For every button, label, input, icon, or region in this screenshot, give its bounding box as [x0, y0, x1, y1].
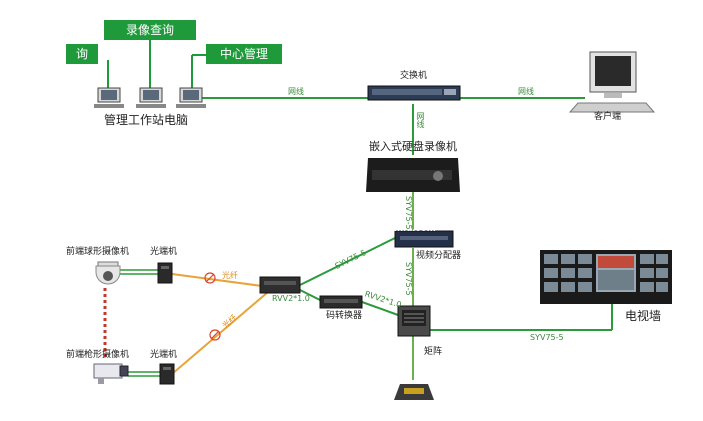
mgmt-pc-label: 管理工作站电脑: [104, 113, 189, 127]
optical-transceiver-1-icon: [157, 262, 173, 284]
receiver-rack-icon: [259, 276, 301, 294]
tv-wall-label: 电视墙: [625, 309, 662, 323]
optical-transceiver-1-label: 光端机: [150, 247, 178, 257]
switch-icon: [367, 85, 461, 101]
pc-1-icon: [94, 87, 124, 108]
client-computer-icon: [568, 51, 656, 113]
control-keyboard-icon: [394, 384, 434, 400]
switch-label: 交换机: [400, 71, 428, 81]
cable-label-net-right: 网线: [518, 87, 534, 96]
fiber-marker-2: [209, 329, 221, 341]
fiber-marker-1: [204, 272, 216, 284]
cable-label-syv-wall: SYV75-5: [530, 333, 564, 342]
client-label: 客户端: [594, 112, 622, 122]
optical-transceiver-2-label: 光端机: [150, 350, 178, 360]
cable-label-syv-main: SYV75-5: [404, 196, 413, 230]
dome-camera-icon: [95, 261, 121, 285]
rs485-rack-conv: [299, 289, 321, 301]
fiber-marker-1-slash: [205, 273, 215, 283]
tv-wall-icon: [540, 250, 672, 304]
matrix-label: 矩阵: [424, 347, 443, 357]
cable-label-net-left: 网线: [288, 87, 304, 96]
pc-3-icon: [176, 87, 206, 108]
record-query-button[interactable]: 录像查询: [104, 20, 196, 40]
pc-2-icon: [136, 87, 166, 108]
dome-camera-label: 前端球形摄像机: [66, 247, 130, 257]
gun-camera-label: 前端枪形摄像机: [66, 350, 130, 360]
video-distributor-label: 视频分配器: [416, 251, 462, 261]
watermark-text: mfu.com: [394, 223, 436, 234]
optical-transceiver-2-icon: [159, 363, 175, 385]
video-distributor-icon: [394, 230, 454, 248]
gun-camera-icon: [93, 363, 129, 384]
fiber-marker-2-slash: [210, 330, 220, 340]
cable-label-net-vertical: 网线: [416, 112, 425, 128]
query-button[interactable]: 询: [66, 44, 98, 64]
code-converter-label: 码转换器: [326, 311, 363, 321]
matrix-icon: [397, 305, 431, 337]
coax-rack-dist: [299, 237, 396, 286]
rs485-conv-matrix: [361, 301, 399, 316]
code-converter-icon: [319, 295, 363, 309]
cable-label-fiber-1: 光纤: [222, 271, 238, 280]
center-manage-button[interactable]: 中心管理: [206, 44, 282, 64]
fiber-line-1: [171, 273, 263, 287]
cable-label-syv-mid: SYV75-5: [404, 262, 413, 296]
dvr-label: 嵌入式硬盘录像机: [369, 140, 457, 153]
dvr-icon: [366, 158, 460, 192]
cable-label-rvv-1: RVV2*1.0: [272, 294, 310, 303]
